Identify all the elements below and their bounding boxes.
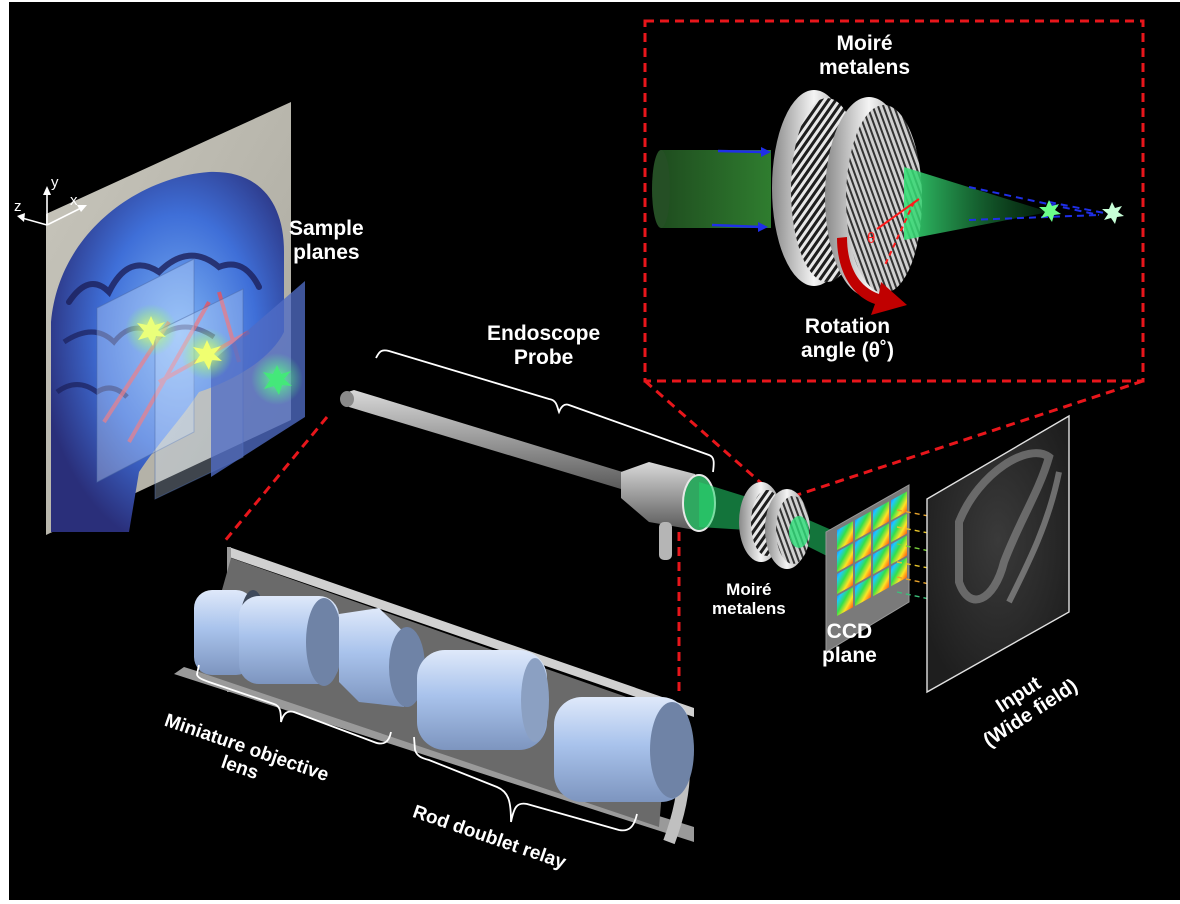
theta-angle-marker [876, 198, 920, 266]
rod-doublet-relay-elements [417, 650, 694, 802]
ccd-cell [855, 577, 871, 607]
axes-indicator [17, 186, 87, 226]
theta-symbol: θ [867, 230, 876, 247]
axis-z-label: z [14, 198, 22, 215]
ccd-cell [837, 565, 853, 594]
ccd-cell [837, 587, 853, 616]
focal-spot-1 [1039, 200, 1061, 222]
ccd-cell [855, 555, 871, 585]
ccd-cell [891, 557, 907, 587]
ccd-cell [855, 533, 871, 563]
small-moire-metalens [739, 482, 810, 569]
ccd-cell [891, 491, 907, 521]
inset-focus-cone [904, 167, 1049, 240]
ccd-cell [891, 535, 907, 565]
endoscope-brace [375, 349, 715, 473]
objective-lens-brace [196, 664, 392, 745]
axis-x-label: x [70, 192, 78, 209]
ccd-cell [837, 521, 853, 550]
miniature-objective-lens-elements [194, 590, 425, 707]
axis-y-label: y [51, 174, 59, 191]
rotation-arrow [837, 237, 907, 315]
ccd-cell [855, 511, 871, 541]
input-wide-field-image [926, 414, 1070, 694]
ccd-cell [873, 501, 889, 531]
inset-input-beam [652, 150, 771, 228]
ccd-plane [825, 484, 910, 653]
inset-focus-rays [968, 186, 1105, 221]
inset-callout-box [643, 19, 1145, 383]
diagram-svg [17, 19, 1145, 845]
ccd-cell [873, 545, 889, 575]
focal-spot-2 [1102, 202, 1124, 224]
relay-brace [413, 736, 638, 832]
ccd-cell [873, 567, 889, 597]
inset-ray-arrows [711, 147, 771, 232]
ccd-cell [873, 523, 889, 553]
ccd-cell [837, 543, 853, 572]
endoscope-probe [340, 390, 716, 560]
